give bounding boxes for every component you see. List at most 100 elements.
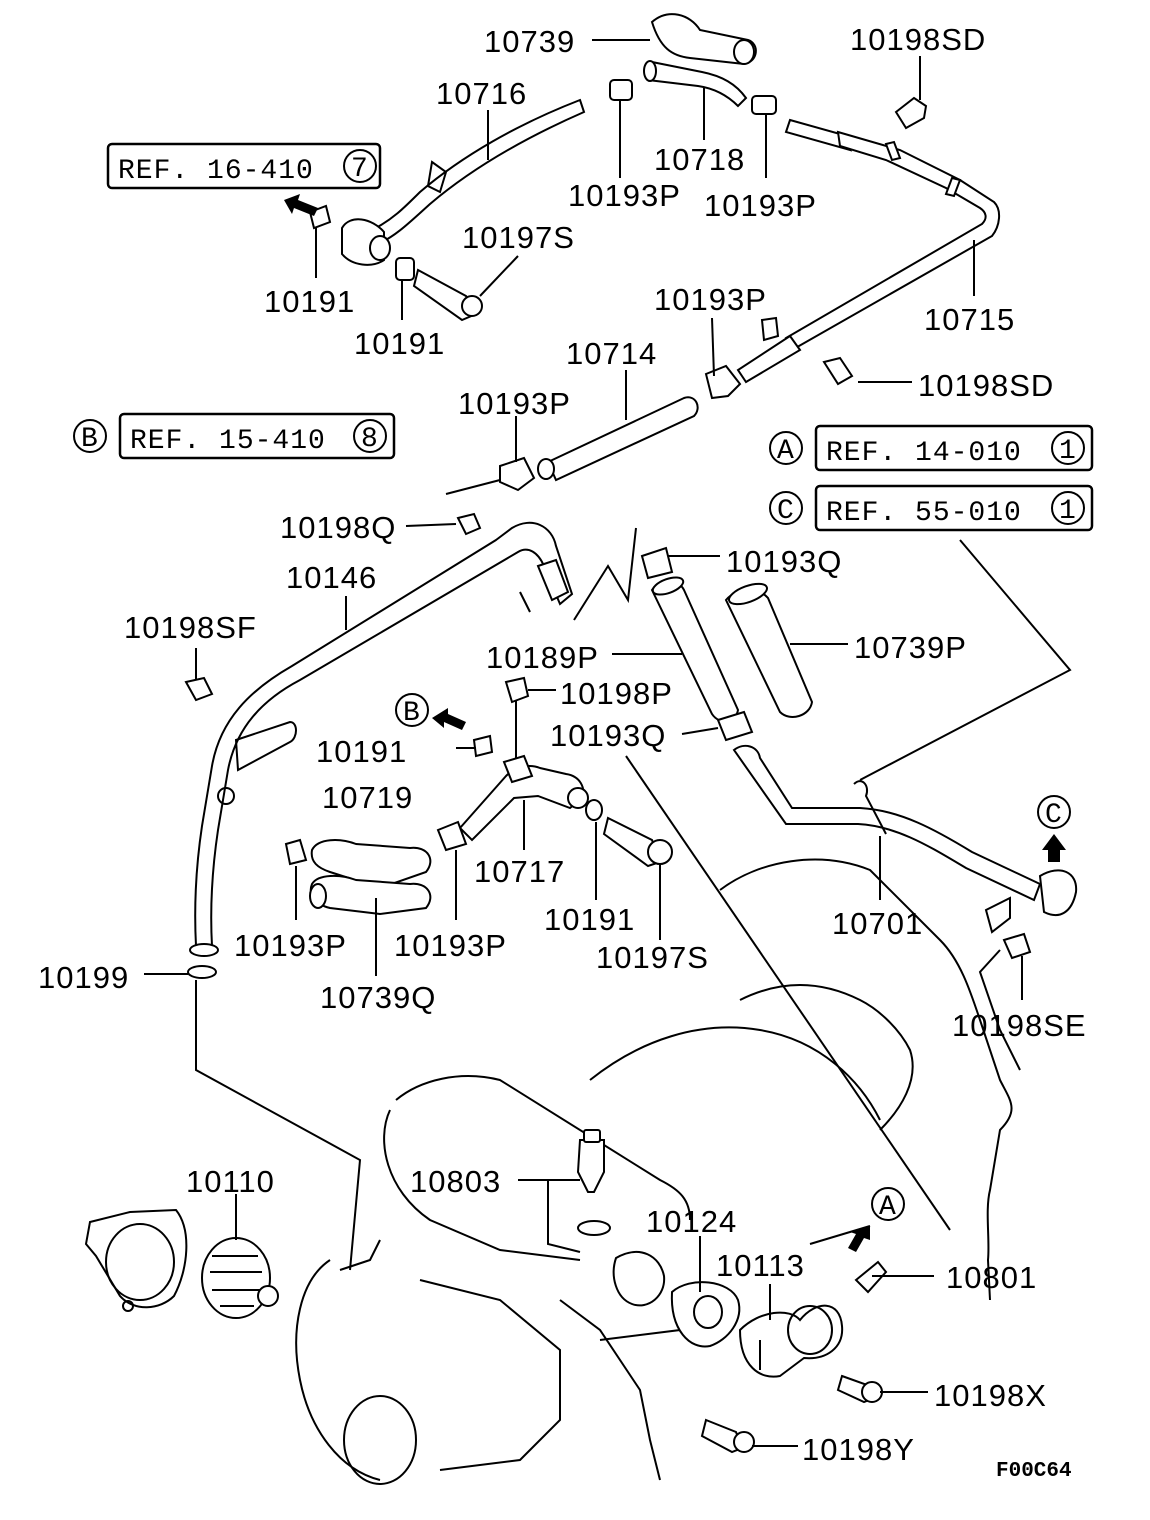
label-10198SD-top: 10198SD [850,22,986,57]
label-10199: 10199 [38,960,129,995]
label-10198SF: 10198SF [124,610,257,645]
label-10191-d: 10191 [544,902,635,937]
marker-C-letter: C [1045,800,1063,831]
label-10146: 10146 [286,560,377,595]
label-10715: 10715 [924,302,1015,337]
label-10717: 10717 [474,854,565,889]
bolt-10198Q [456,512,482,536]
marker-B: B [395,693,429,729]
label-10193P-f: 10193P [394,928,507,963]
engine-block-outline [295,858,1013,1485]
hose-10718 [643,60,748,108]
ref-box-14-010: A REF. 14-010 1 [769,424,1094,472]
hose-10714 [499,364,742,492]
ref-num-14-010: 1 [1059,436,1077,467]
sensor-10803 [576,1129,611,1236]
label-10198SE: 10198SE [952,1008,1087,1043]
marker-B-letter: B [403,698,421,729]
bolt-10198SF [184,676,214,702]
hose-10739Q [284,838,432,916]
clamp-10193Q-top [640,546,674,580]
label-10124: 10124 [646,1204,737,1239]
sensor-10801 [854,1260,888,1294]
label-10113: 10113 [716,1248,805,1283]
pipe-10717 [436,754,589,852]
ref-text-15-410: REF. 15-410 [130,426,326,457]
marker-A-letter: A [879,1192,897,1223]
label-10718: 10718 [654,142,745,177]
label-10701: 10701 [832,906,923,941]
label-10714: 10714 [566,336,657,371]
bolt-10198P [504,676,530,704]
label-10716: 10716 [436,76,527,111]
label-10719: 10719 [322,780,413,815]
arrow-marker-C [1042,834,1066,862]
label-10801: 10801 [946,1260,1037,1295]
hose-10189P [650,576,740,723]
pipe-10715 [736,118,1000,384]
ref-box-15-410: B REF. 15-410 8 [73,412,396,460]
marker-A: A [871,1187,905,1223]
ref-text-16-410: REF. 16-410 [118,156,314,187]
label-10739Q: 10739Q [320,980,436,1015]
callout-leaders [144,39,1023,1447]
label-10193P-a: 10193P [568,178,681,213]
ref-tag-A: A [777,436,795,467]
label-10193P-d: 10193P [458,386,571,421]
ref-box-16-410: REF. 16-410 7 [106,142,382,190]
label-10197S-top: 10197S [462,220,575,255]
bolt-10198Y [700,1418,755,1454]
gasket-10124 [612,1251,741,1348]
clamp-10193Q-mid [716,710,754,742]
thermostat-10110 [201,1237,279,1319]
bolt-10198SD-top [894,96,928,130]
label-10191-b: 10191 [354,326,445,361]
pipe-10701 [732,744,1078,934]
label-10739: 10739 [484,24,575,59]
label-10193Q-mid: 10193Q [550,718,666,753]
fitting-10197S-mid [585,799,673,868]
label-10197S-mid: 10197S [596,940,709,975]
hose-10739 [650,13,757,66]
label-10110: 10110 [186,1164,275,1199]
bolt-10198SD-mid [822,356,854,386]
label-10198Y: 10198Y [802,1432,915,1467]
label-10193Q-top: 10193Q [726,544,842,579]
arrow-marker-B [432,708,466,730]
fitting-10191-mid [472,734,494,758]
thermostat-housing-10110 [84,1208,188,1312]
label-10198P: 10198P [560,676,673,711]
label-10198X: 10198X [934,1378,1047,1413]
label-10189P: 10189P [486,640,599,675]
clamp-10199 [187,965,217,979]
ref-num-16-410: 7 [351,154,369,185]
label-10198Q: 10198Q [280,510,396,545]
hose-10739P [724,582,814,718]
label-10198SD-mid: 10198SD [918,368,1054,403]
clamp-10193P-top [609,79,777,115]
ref-box-55-010: C REF. 55-010 1 [769,484,1094,532]
fitting-10191-top [308,204,483,322]
label-10193P-e: 10193P [234,928,347,963]
figure-code: F00C64 [996,1460,1072,1483]
ref-num-55-010: 1 [1059,496,1077,527]
ref-tag-B: B [81,424,99,455]
arrow-ref-16-410 [284,194,318,216]
bolt-10198SE [1002,932,1032,960]
water-outlet-10113 [738,1304,844,1378]
bolt-10198X [836,1374,883,1404]
label-10193P-b: 10193P [704,188,817,223]
marker-C: C [1037,795,1071,831]
label-10739P: 10739P [854,630,967,665]
ref-tag-C: C [777,496,795,527]
label-10191-c: 10191 [316,734,407,769]
part-number-labels: 10739 10198SD 10716 10718 10193P 10193P … [38,22,1087,1467]
pipe-10146 [189,521,574,957]
leader-lines [195,479,1072,1271]
ref-text-14-010: REF. 14-010 [826,438,1022,469]
ref-text-55-010: REF. 55-010 [826,498,1022,529]
label-10803: 10803 [410,1164,501,1199]
label-10193P-c: 10193P [654,282,767,317]
arrow-marker-A [848,1226,870,1252]
label-10191-a: 10191 [264,284,355,319]
